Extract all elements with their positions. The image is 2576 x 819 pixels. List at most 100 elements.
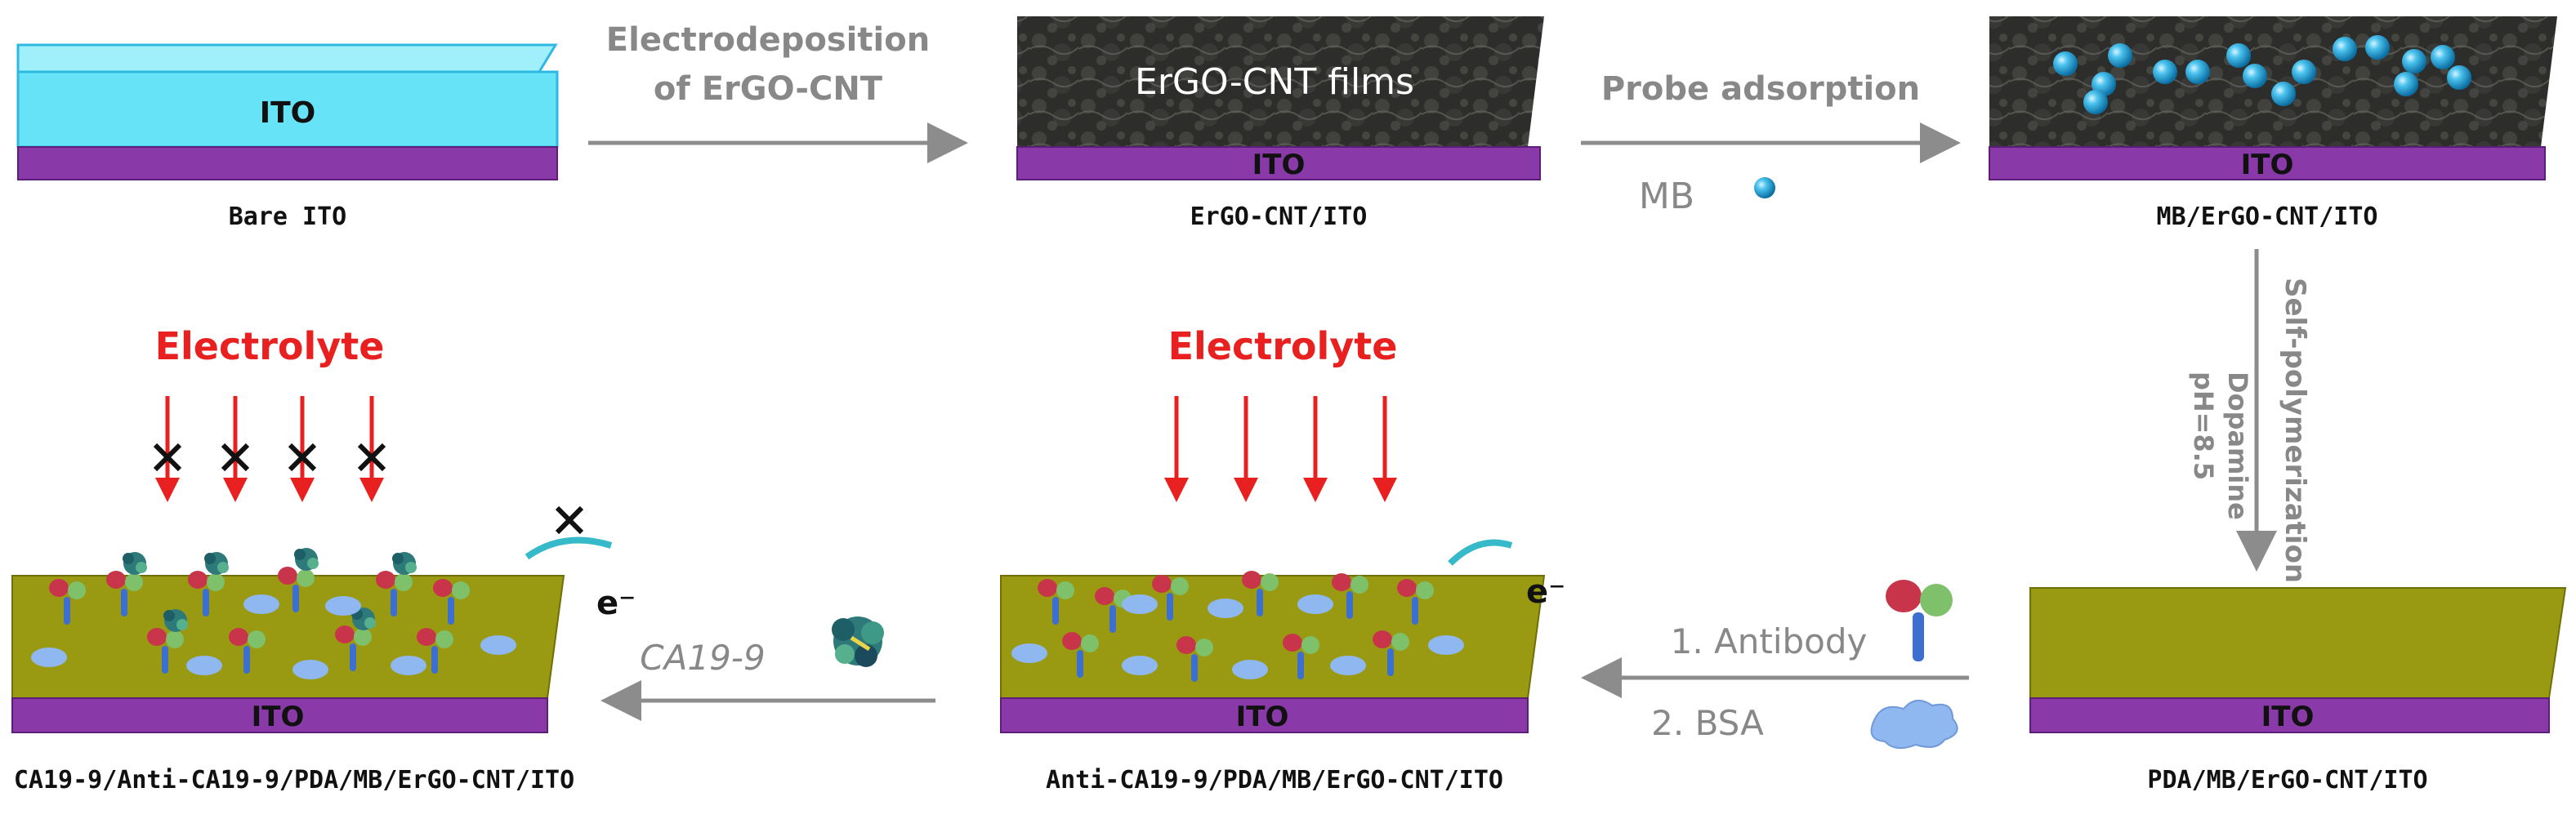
antibody-icon [49,579,86,625]
blue-sphere-icon [2153,60,2177,84]
bsa-blob-icon [1011,643,1047,663]
blue-sphere-icon [2394,72,2418,96]
bsa-blob-icon [1122,656,1158,675]
stage-mb-ergo-cnt-ito: ITO MB/ErGO-CNT/ITO [1989,16,2557,231]
protein-cluster-icon [123,552,147,575]
reagent-label-dopamine: Dopamine [2222,372,2253,520]
electrolyte-arrows [1164,396,1397,502]
immobilized-antibodies [49,567,470,674]
bsa-blob-icon [1870,700,1958,750]
antibody-icon [106,571,143,616]
substrate-label: ITO [2241,149,2294,181]
bsa-blob-icon [1330,656,1366,675]
antibody-icon [278,567,315,612]
antibody-icon [1886,580,1953,661]
stage-ca19-9-bound: ITO CA19-9/Anti-CA19-9/PDA/MB/ErGO-CNT/I… [11,324,636,795]
step-label-antibody: 1. Antibody [1671,621,1868,661]
pda-layer [11,575,565,699]
film-layer [1989,16,2557,147]
substrate-label: ITO [2261,701,2315,733]
blue-sphere-icon [2083,90,2108,114]
cross-icon [153,443,182,472]
step-label: Self-polymerization [2279,278,2311,583]
ito-substrate [1000,697,1529,733]
antibody-icon [417,628,453,674]
blue-sphere-icon [2431,45,2455,69]
protein-cluster-icon [204,552,229,575]
cross-icon [555,505,584,535]
glass-top-face [16,43,558,73]
bsa-blob-icon [325,596,361,616]
antibody-icon [335,625,372,671]
protein-cluster-icon [351,608,376,630]
step-probe-adsorption: Probe adsorption MB [1581,70,1961,217]
blue-sphere-icon [2271,82,2296,106]
blue-sphere-icon [2243,64,2267,88]
stage-caption: MB/ErGO-CNT/ITO [2157,203,2378,231]
blue-sphere-icon [2053,51,2078,76]
stage-caption: ErGO-CNT/ITO [1190,203,1368,231]
electron-label: e⁻ [1526,573,1565,611]
bsa-blobs [1011,594,1464,679]
bsa-blob-icon [1297,594,1333,614]
antibody-icon [376,571,413,616]
substrate-label: ITO [1252,149,1306,181]
antibody-icon [1062,632,1099,678]
blue-sphere-icon [2185,60,2210,84]
bsa-blob-icon [480,635,516,655]
antibody-icon [1242,571,1279,616]
bsa-blob-icon [1232,660,1268,679]
stage-anti-ca19-9: ITO Anti-CA19-9/PDA/MB/ErGO-CNT/ITO Elec… [1000,324,1565,795]
blue-sphere-icon [2447,65,2471,90]
stage-caption: Anti-CA19-9/PDA/MB/ErGO-CNT/ITO [1046,766,1503,795]
bsa-blob-icon [1208,599,1243,618]
protein-cluster-icon [294,548,319,571]
antibody-icon [147,628,184,674]
bsa-blobs [31,594,516,679]
cross-icon [221,443,250,472]
immobilized-antibodies [1038,571,1434,682]
electron-label: e⁻ [596,585,636,622]
electron-transfer-arc [525,536,613,560]
protein-cluster-icon [163,609,188,632]
ito-substrate [17,146,558,180]
bsa-blob-icon [1122,594,1158,614]
step-label: Probe adsorption [1601,70,1920,108]
antibody-icon [1152,575,1189,621]
stage-caption: PDA/MB/ErGO-CNT/ITO [2147,766,2427,795]
blue-sphere-icon [2292,60,2316,84]
step-ca19-9: CA19-9 [600,616,935,721]
electrolyte-arrows [155,396,384,502]
ito-substrate [1016,146,1541,180]
bsa-blob-icon [1428,635,1464,655]
mb-probe-spheres [2053,35,2471,114]
antibody-icon [188,571,225,616]
cross-icon [357,443,386,472]
bsa-blob-icon [186,656,222,675]
antibody-icon [433,579,470,625]
substrate-label: ITO [1236,701,1289,733]
ito-substrate [11,697,548,733]
stage-ergo-cnt-ito: ErGO-CNT films ITO ErGO-CNT/ITO [1016,16,1544,231]
antibody-icon [1373,630,1409,676]
stage-pda-mb-ergo-cnt-ito: ITO PDA/MB/ErGO-CNT/ITO [2029,587,2567,795]
ito-substrate [1989,146,2546,180]
antibody-icon [1397,579,1434,625]
electron-transfer-arc [1448,539,1513,566]
bsa-blob-icon [292,660,328,679]
bsa-blob-icon [391,656,426,675]
electrolyte-label: Electrolyte [1168,324,1398,368]
antibody-icon [229,628,266,674]
reagent-label: MB [1639,176,1694,217]
ito-substrate [2029,697,2550,733]
film-layer [1017,16,1544,147]
cross-icon [288,443,317,472]
stage-caption: Bare ITO [229,203,347,231]
blue-sphere-icon [2333,37,2357,61]
bsa-blob-icon [243,594,279,614]
blue-sphere-icon [2365,35,2390,60]
protein-cluster-icon [392,552,417,575]
stage-caption: CA19-9/Anti-CA19-9/PDA/MB/ErGO-CNT/ITO [14,766,574,795]
step-electrodeposition: Electrodeposition of ErGO-CNT [588,21,968,163]
